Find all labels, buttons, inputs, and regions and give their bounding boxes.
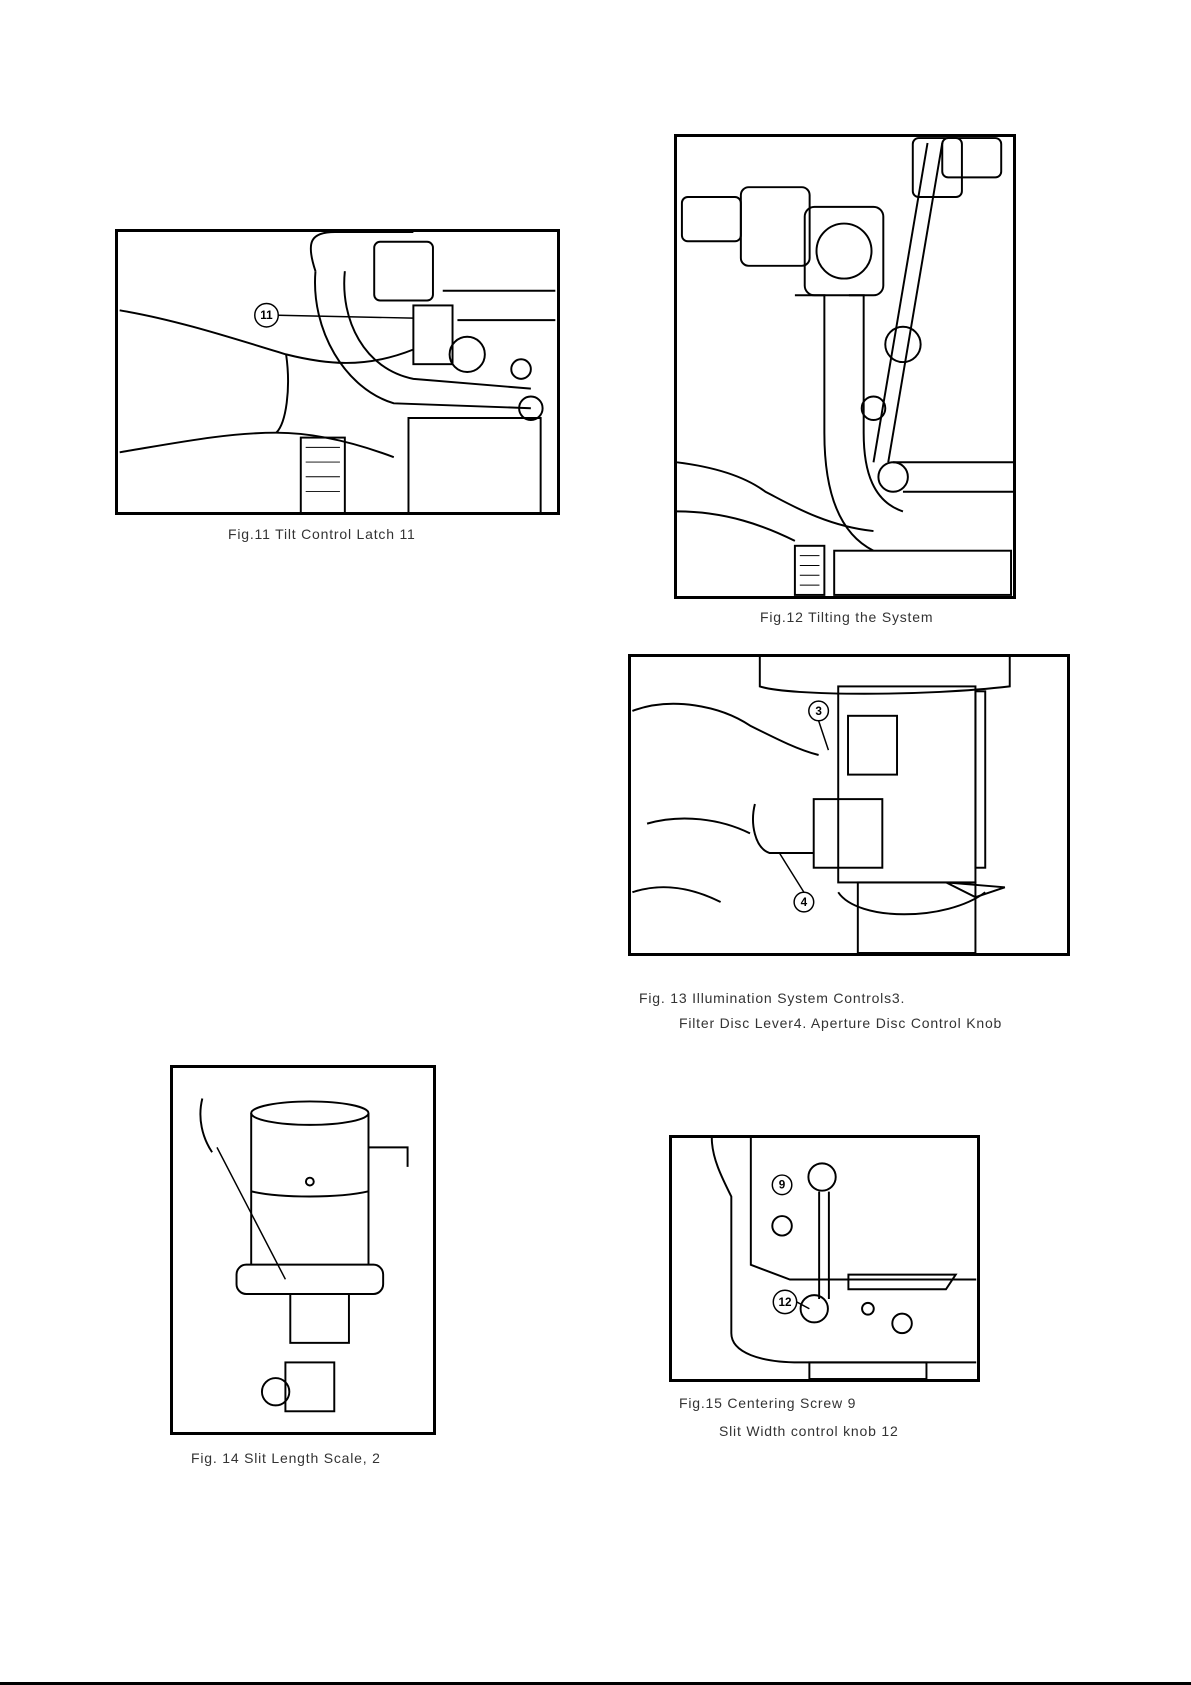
- figure-13-caption-line2: Filter Disc Lever4. Aperture Disc Contro…: [679, 1015, 1002, 1031]
- callout-9-label: 9: [779, 1179, 786, 1192]
- figure-15-caption-line2: Slit Width control knob 12: [719, 1423, 899, 1439]
- callout-11-label: 11: [260, 309, 273, 322]
- callout-4-leader: [779, 853, 804, 892]
- callout-4-label: 4: [801, 896, 808, 909]
- figure-14-caption: Fig. 14 Slit Length Scale, 2: [191, 1450, 381, 1466]
- callout-3-leader: [819, 721, 829, 750]
- figure-11-drawing: 11: [118, 232, 557, 512]
- figure-11-caption: Fig.11 Tilt Control Latch 11: [228, 526, 416, 542]
- figure-15-drawing: 9 12: [672, 1138, 977, 1379]
- figure-13-caption-line1: Fig. 13 Illumination System Controls3.: [639, 990, 905, 1006]
- figure-15-illustration: 9 12: [669, 1135, 980, 1382]
- callout-11-leader: [278, 315, 413, 318]
- figure-13-drawing: 3 4: [631, 657, 1067, 953]
- figure-14-illustration: [170, 1065, 436, 1435]
- figure-12-illustration: [674, 134, 1016, 599]
- callout-3-label: 3: [815, 705, 822, 718]
- figure-12-caption: Fig.12 Tilting the System: [760, 609, 933, 625]
- figure-13-illustration: 3 4: [628, 654, 1070, 956]
- callout-12-label: 12: [778, 1296, 792, 1309]
- callout-12-leader: [797, 1302, 810, 1309]
- figure-12-drawing: [677, 137, 1013, 596]
- figure-15-caption-line1: Fig.15 Centering Screw 9: [679, 1395, 856, 1411]
- figure-11-illustration: 11: [115, 229, 560, 515]
- figure-14-drawing: [173, 1068, 433, 1432]
